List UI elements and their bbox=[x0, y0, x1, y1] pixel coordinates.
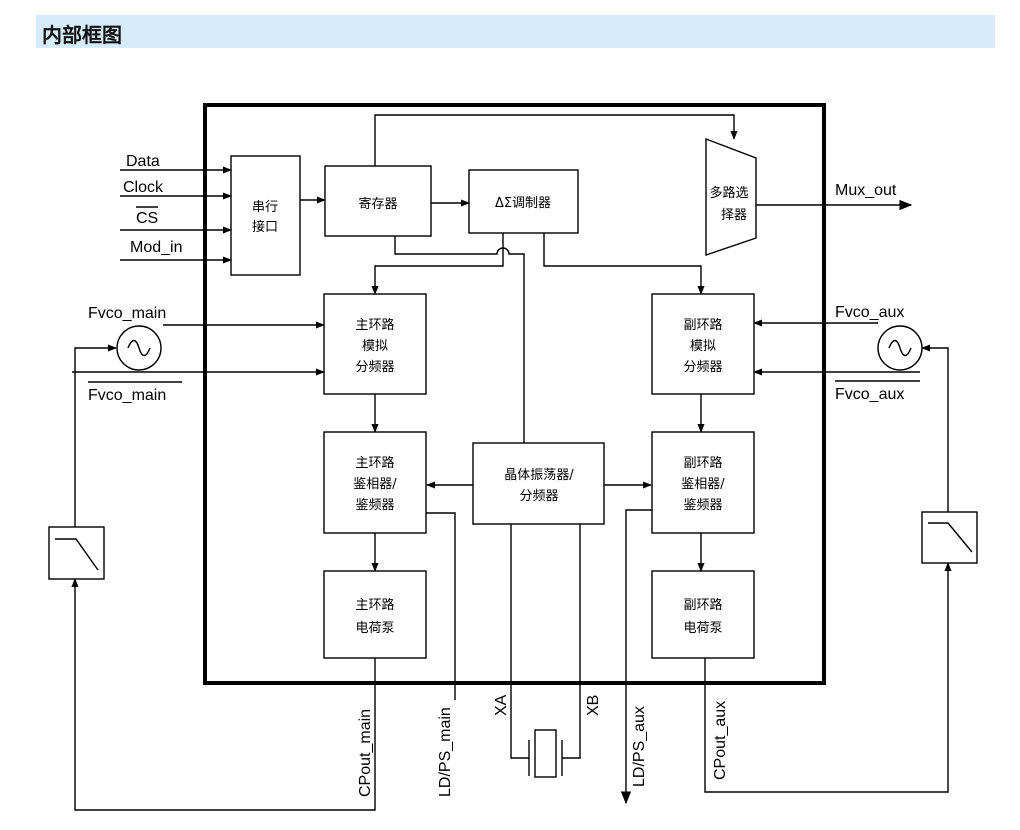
aux-divider-label-3: 分频器 bbox=[683, 360, 722, 375]
main-divider-label-3: 分频器 bbox=[355, 360, 394, 375]
pin-xa: XA bbox=[493, 694, 510, 716]
main-divider-label-1: 主环路 bbox=[355, 317, 394, 333]
pin-cpout-aux: CPout_aux bbox=[712, 701, 729, 780]
pin-cpout-main: CPout_main bbox=[357, 709, 374, 797]
signal-clock: Clock bbox=[123, 179, 164, 196]
signal-fvco-main: Fvco_main bbox=[88, 305, 166, 322]
main-cp-label-1: 主环路 bbox=[355, 597, 394, 613]
section-header: 内部框图 bbox=[36, 15, 995, 48]
signal-data: Data bbox=[126, 153, 160, 170]
pin-xb: XB bbox=[585, 695, 602, 716]
main-divider-label-2: 模拟 bbox=[362, 339, 388, 354]
aux-pfd-label-2: 鉴相器/ bbox=[681, 477, 725, 492]
xtal-label-2: 分频器 bbox=[519, 489, 558, 504]
main-divider-block: 主环路 模拟 分频器 bbox=[323, 293, 427, 395]
main-pfd-label-3: 鉴频器 bbox=[355, 498, 394, 513]
aux-cp-block: 副环路 电荷泵 bbox=[651, 570, 755, 659]
aux-divider-label-1: 副环路 bbox=[683, 317, 722, 333]
serial-interface-label-2: 接口 bbox=[252, 219, 278, 235]
serial-interface-label-1: 串行 bbox=[252, 200, 278, 215]
main-cp-block: 主环路 电荷泵 bbox=[323, 570, 427, 659]
signal-cs: CS bbox=[136, 210, 158, 227]
aux-loop-filter-icon bbox=[921, 511, 978, 564]
aux-pfd-label-3: 鉴频器 bbox=[683, 498, 722, 513]
mux-block: 多路选 择器 bbox=[705, 137, 757, 256]
signal-fvco-aux-bar: Fvco_aux bbox=[835, 386, 904, 403]
main-cp-label-2: 电荷泵 bbox=[355, 621, 394, 636]
signal-fvco-aux: Fvco_aux bbox=[835, 304, 904, 321]
signal-mux-out: Mux_out bbox=[835, 182, 897, 199]
vco-main-icon bbox=[116, 325, 162, 371]
main-pfd-block: 主环路 鉴相器/ 鉴频器 bbox=[323, 431, 427, 534]
xtal-oscillator-block: 晶体振荡器/ 分频器 bbox=[472, 442, 605, 525]
modulator-label: ΔΣ调制器 bbox=[495, 196, 551, 211]
main-pfd-label-2: 鉴相器/ bbox=[353, 477, 397, 492]
modulator-block: ΔΣ调制器 bbox=[468, 169, 579, 234]
aux-divider-label-2: 模拟 bbox=[690, 339, 716, 354]
aux-cp-label-2: 电荷泵 bbox=[683, 621, 722, 636]
register-block: 寄存器 bbox=[324, 165, 432, 237]
crystal-icon bbox=[528, 729, 563, 778]
mux-label-2: 择器 bbox=[721, 208, 747, 223]
xtal-label-1: 晶体振荡器/ bbox=[504, 468, 574, 483]
aux-pfd-block: 副环路 鉴相器/ 鉴频器 bbox=[651, 431, 755, 534]
signal-fvco-main-bar: Fvco_main bbox=[88, 387, 166, 404]
pin-ldps-aux: LD/PS_aux bbox=[631, 706, 648, 787]
section-title: 内部框图 bbox=[42, 23, 122, 47]
signal-mod-in: Mod_in bbox=[130, 239, 182, 256]
serial-interface-block: 串行 接口 bbox=[230, 155, 301, 276]
vco-aux-icon bbox=[877, 325, 923, 371]
main-loop-filter-icon bbox=[48, 526, 105, 580]
main-pfd-label-1: 主环路 bbox=[355, 455, 394, 471]
connection-wires bbox=[71, 114, 952, 811]
register-label: 寄存器 bbox=[358, 196, 397, 212]
pin-ldps-main: LD/PS_main bbox=[437, 707, 454, 797]
aux-pfd-label-1: 副环路 bbox=[683, 455, 722, 471]
aux-divider-block: 副环路 模拟 分频器 bbox=[651, 293, 755, 395]
chip-outline bbox=[203, 103, 826, 685]
aux-cp-label-1: 副环路 bbox=[683, 597, 722, 613]
mux-label-1: 多路选 bbox=[709, 185, 748, 201]
